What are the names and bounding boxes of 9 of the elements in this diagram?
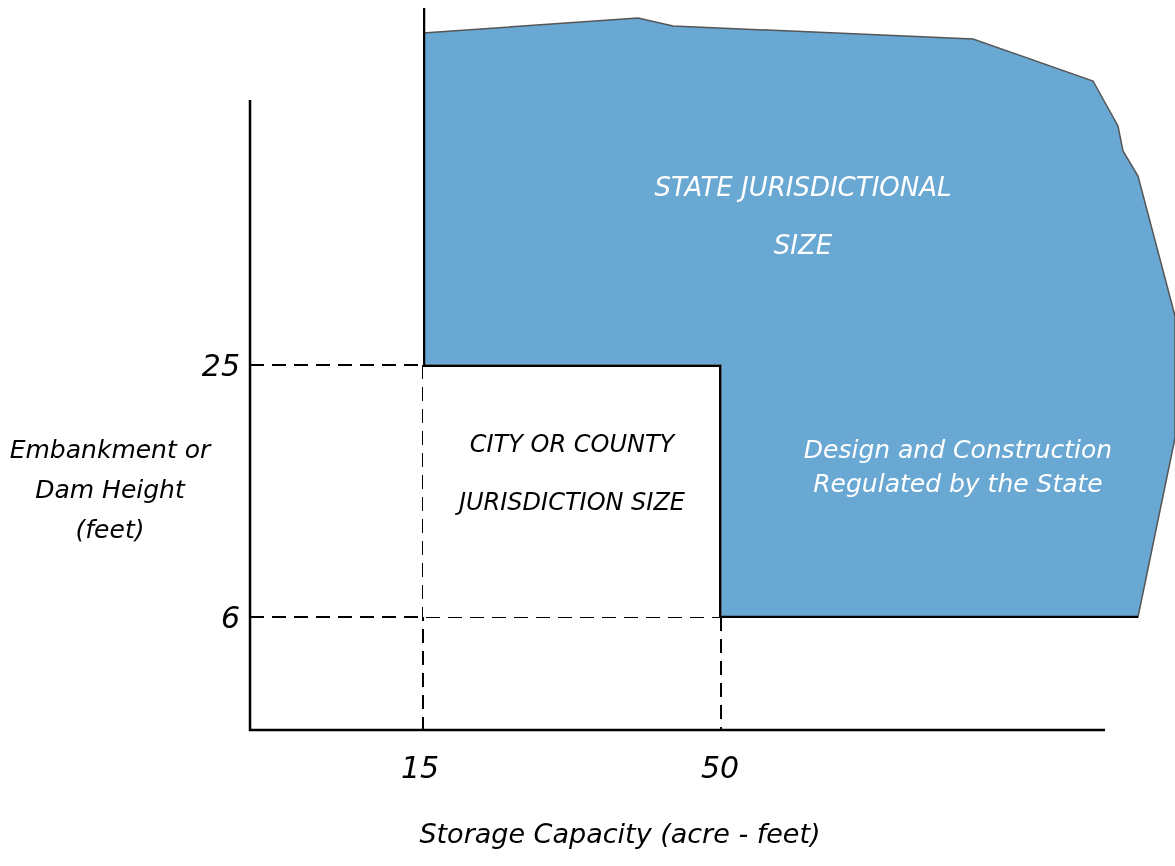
region-label: STATE JURISDICTIONAL SIZE bbox=[653, 171, 953, 262]
axis-title: Embankment or Dam Height (feet) bbox=[8, 434, 213, 546]
axis-tick-label: 25 bbox=[200, 348, 240, 383]
axis-tick-label: 6 bbox=[219, 600, 240, 635]
region-label: CITY OR COUNTY JURISDICTION SIZE bbox=[437, 415, 707, 531]
region-note: Design and Construction Regulated by the State bbox=[802, 434, 1114, 500]
axis-title: Storage Capacity (acre - feet) bbox=[418, 818, 822, 849]
axis-tick-label: 15 bbox=[399, 750, 441, 785]
axis-tick-label: 50 bbox=[699, 750, 741, 785]
